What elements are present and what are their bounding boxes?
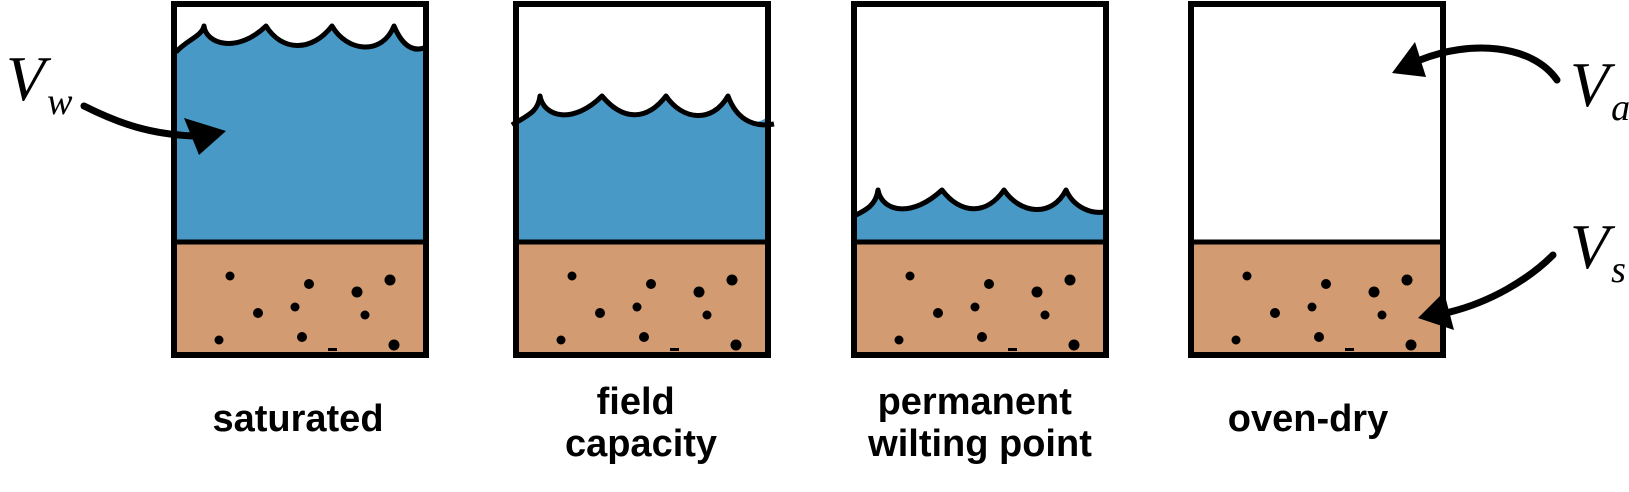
water-arrow-icon (80, 102, 197, 140)
water-layer (518, 96, 766, 242)
container-outline (1188, 1, 1446, 358)
container-outline (851, 1, 1109, 358)
caption-permanent-wilting-point: permanent wilting point (867, 381, 1092, 465)
caption-field-capacity: field capacity (565, 381, 717, 465)
air-arrow-icon (1416, 44, 1561, 84)
label-air-volume: Va (1392, 42, 1629, 129)
container-outline (513, 1, 771, 358)
container-oven-dry (1188, 1, 1446, 358)
water-surface (174, 23, 425, 54)
container-field-capacity (510, 1, 775, 358)
caption-saturated: saturated (212, 398, 383, 440)
water-layer (176, 26, 424, 242)
container-outline (171, 1, 429, 358)
label-solids-volume: Vs (1418, 211, 1626, 330)
air-arrowhead-icon (1392, 42, 1426, 77)
water-volume-symbol: Vw (6, 43, 73, 123)
container-permanent-wilting-point (851, 1, 1109, 358)
label-water-volume: Vw (6, 43, 226, 155)
solids-volume-symbol: Vs (1570, 211, 1626, 291)
solids-arrow-icon (1446, 251, 1557, 316)
caption-oven-dry: oven-dry (1228, 398, 1388, 440)
water-layer (856, 190, 1104, 242)
water-surface (510, 93, 775, 128)
air-volume-symbol: Va (1570, 49, 1629, 129)
water-arrowhead-icon (184, 118, 226, 155)
solids-arrowhead-icon (1418, 292, 1454, 330)
container-saturated (171, 1, 429, 358)
water-surface (854, 187, 1105, 218)
